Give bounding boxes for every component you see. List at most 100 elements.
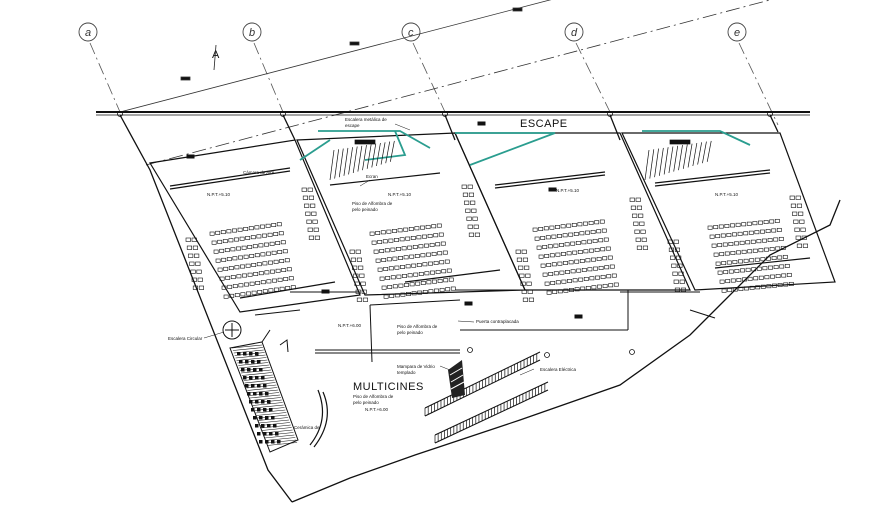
- seat-row: [215, 249, 288, 263]
- npt-hall1: N.P.T.+5.10: [207, 192, 231, 197]
- leader-lines: [203, 123, 535, 376]
- seat-row: [381, 277, 454, 290]
- seat-row: [719, 272, 792, 284]
- escape-label: ESCAPE: [520, 118, 568, 130]
- seat-row: [546, 282, 619, 295]
- mampara-label-2: templado: [397, 370, 416, 375]
- camara-aire-label: Cámara de Aire: [243, 170, 275, 175]
- seat-row: [369, 223, 442, 236]
- piso-label-1b: pelo peinado: [352, 207, 378, 212]
- axis-bubble-b: b: [242, 22, 262, 42]
- escalator-band: [434, 381, 549, 444]
- axis-bubble-d: d: [564, 22, 584, 42]
- escalator: [424, 351, 549, 444]
- puerta-label: Puerta contraplacada: [476, 319, 519, 324]
- piso-label-3b: pelo peinado: [353, 400, 379, 405]
- ecran-label: Ecran: [366, 174, 378, 179]
- seat-row: [542, 264, 615, 277]
- seat-row: [383, 286, 456, 299]
- seat-row: [715, 254, 788, 266]
- axis-label-e: e: [734, 27, 740, 39]
- seat-row: [211, 231, 284, 245]
- seat-row: [709, 227, 782, 239]
- seat-row: [717, 263, 790, 275]
- escalera-electrica-label: Escalera Eléctrica: [540, 367, 577, 372]
- seat-row: [532, 219, 605, 232]
- escape-routes: [299, 130, 751, 166]
- axis-bubbles: a b c d e: [78, 22, 747, 42]
- side-seat-column: [789, 195, 809, 248]
- side-seat-column: [667, 239, 687, 292]
- section-mark-label: A: [212, 49, 220, 61]
- seat-row: [219, 267, 292, 281]
- npt-lobby: N.P.T.+6.00: [338, 323, 362, 328]
- piso-label-2b: pelo peinado: [397, 330, 423, 335]
- section-mark: A: [212, 44, 220, 71]
- ceramica-label: Cerámica de: [294, 425, 320, 430]
- side-seat-column: [515, 249, 535, 302]
- escalator-band: [424, 351, 541, 417]
- cinema-halls: [149, 132, 836, 313]
- seat-row: [371, 232, 444, 245]
- seat-row: [375, 250, 448, 263]
- seat-row: [213, 240, 286, 254]
- seat-row: [707, 218, 780, 230]
- axis-line-a: [89, 42, 121, 113]
- toilets-block: [229, 329, 299, 453]
- seat-row: [217, 258, 290, 272]
- axis-label-d: d: [571, 27, 578, 39]
- axis-line-d: [575, 42, 611, 113]
- column-markers: [117, 111, 773, 358]
- seating-rows: [209, 218, 794, 299]
- top-wall: [96, 111, 810, 116]
- seat-row: [711, 236, 784, 248]
- seat-row: [540, 255, 613, 268]
- seat-row: [544, 273, 617, 286]
- seat-row: [534, 228, 607, 241]
- seat-row: [536, 237, 609, 250]
- building-outline: [119, 114, 841, 503]
- axis-bubble-c: c: [401, 22, 421, 42]
- seat-row: [721, 281, 794, 293]
- side-seat-column: [461, 184, 481, 237]
- npt-hall3: N.P.T.+5.10: [556, 188, 580, 193]
- side-seating: [185, 184, 809, 302]
- escape-stairs: [329, 139, 712, 181]
- axis-label-a: a: [85, 27, 91, 39]
- axis-bubble-e: e: [727, 22, 747, 42]
- seat-row: [223, 285, 296, 299]
- npt-hall2: N.P.T.+5.10: [388, 192, 412, 197]
- side-seat-column: [629, 197, 649, 250]
- axis-label-c: c: [408, 27, 414, 39]
- curved-wall: [309, 389, 328, 448]
- dimension-line: [119, 0, 772, 166]
- escalera-circular-label: Escalera Circular: [168, 336, 203, 341]
- seat-row: [377, 259, 450, 272]
- axis-bubble-a: a: [78, 22, 98, 42]
- escalera-metalica-label-2: escape: [345, 123, 360, 128]
- piso-label-1a: Piso de Alfombra de: [352, 201, 393, 206]
- escalera-metalica-label-1: Escalera metálica de: [345, 117, 387, 122]
- npt-hall4: N.P.T.+5.10: [715, 192, 739, 197]
- seat-row: [221, 276, 294, 290]
- axis-line-b: [253, 42, 284, 113]
- seat-row: [373, 241, 446, 254]
- glass-partition: [448, 360, 465, 398]
- seat-row: [379, 268, 452, 281]
- piso-label-3a: Piso de Alfombra de: [353, 394, 394, 399]
- multicines-label: MULTICINES: [353, 381, 424, 393]
- seat-row: [713, 245, 786, 257]
- side-seat-column: [185, 237, 204, 290]
- corridor-walls: [186, 121, 716, 363]
- piso-label-2a: Piso de Alfombra de: [397, 324, 438, 329]
- seat-row: [209, 222, 282, 236]
- axis-label-b: b: [249, 27, 255, 39]
- side-seat-column: [301, 187, 321, 240]
- seat-row: [538, 246, 611, 259]
- side-seat-column: [349, 249, 369, 302]
- npt-lobby-2: N.P.T.+6.00: [365, 407, 389, 412]
- circular-stair: [222, 320, 242, 340]
- axis-line-c: [412, 42, 446, 113]
- mampara-label-1: Mampara de Vidrio: [397, 364, 435, 369]
